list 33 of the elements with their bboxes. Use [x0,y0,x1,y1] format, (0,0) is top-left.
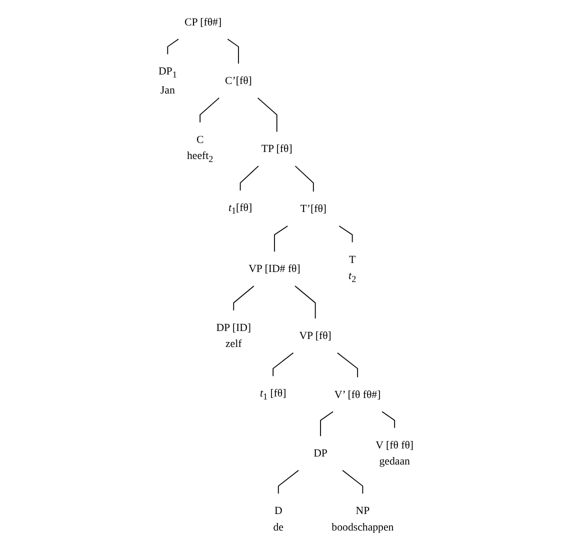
connector [167,38,179,55]
connector [338,226,353,243]
connector [200,97,220,123]
connector [274,226,288,252]
node-text: D de [273,504,284,533]
node-text: V’ [fθ fθ#] [334,388,381,400]
node-text: NP boodschappen [332,504,394,533]
node-text: TP [fθ] [261,142,292,155]
node-text: VP [ID# fθ] [248,262,300,275]
node-text: VP [fθ] [299,329,332,342]
connector [257,97,278,132]
connector [336,352,358,378]
node-text: DP [314,446,328,459]
node-text: C’[fθ] [225,74,252,86]
node-text: DP [ID] zelf [216,321,252,350]
connector [294,166,314,192]
node-text: T’[fθ] [300,202,327,215]
connector [272,352,294,377]
connector [342,470,364,494]
node-text: V [fθ fθ] gedaan [376,438,414,468]
node-text: T t$_{2}$ [348,253,356,284]
connector [320,411,334,437]
node-text: t$_{1}$[fθ] [228,201,252,216]
connector [240,166,259,191]
node-text: CP [fθ#] [184,16,222,28]
connector [233,286,254,311]
connector [227,38,239,64]
connector [382,411,396,428]
connector [278,470,299,494]
node-text: DP$_{1}$ Jan [158,65,177,96]
connector [294,286,316,319]
node-text: t$_{1}$ [fθ] [260,386,286,402]
node-text: C heeft$_{2}$ [186,133,214,164]
